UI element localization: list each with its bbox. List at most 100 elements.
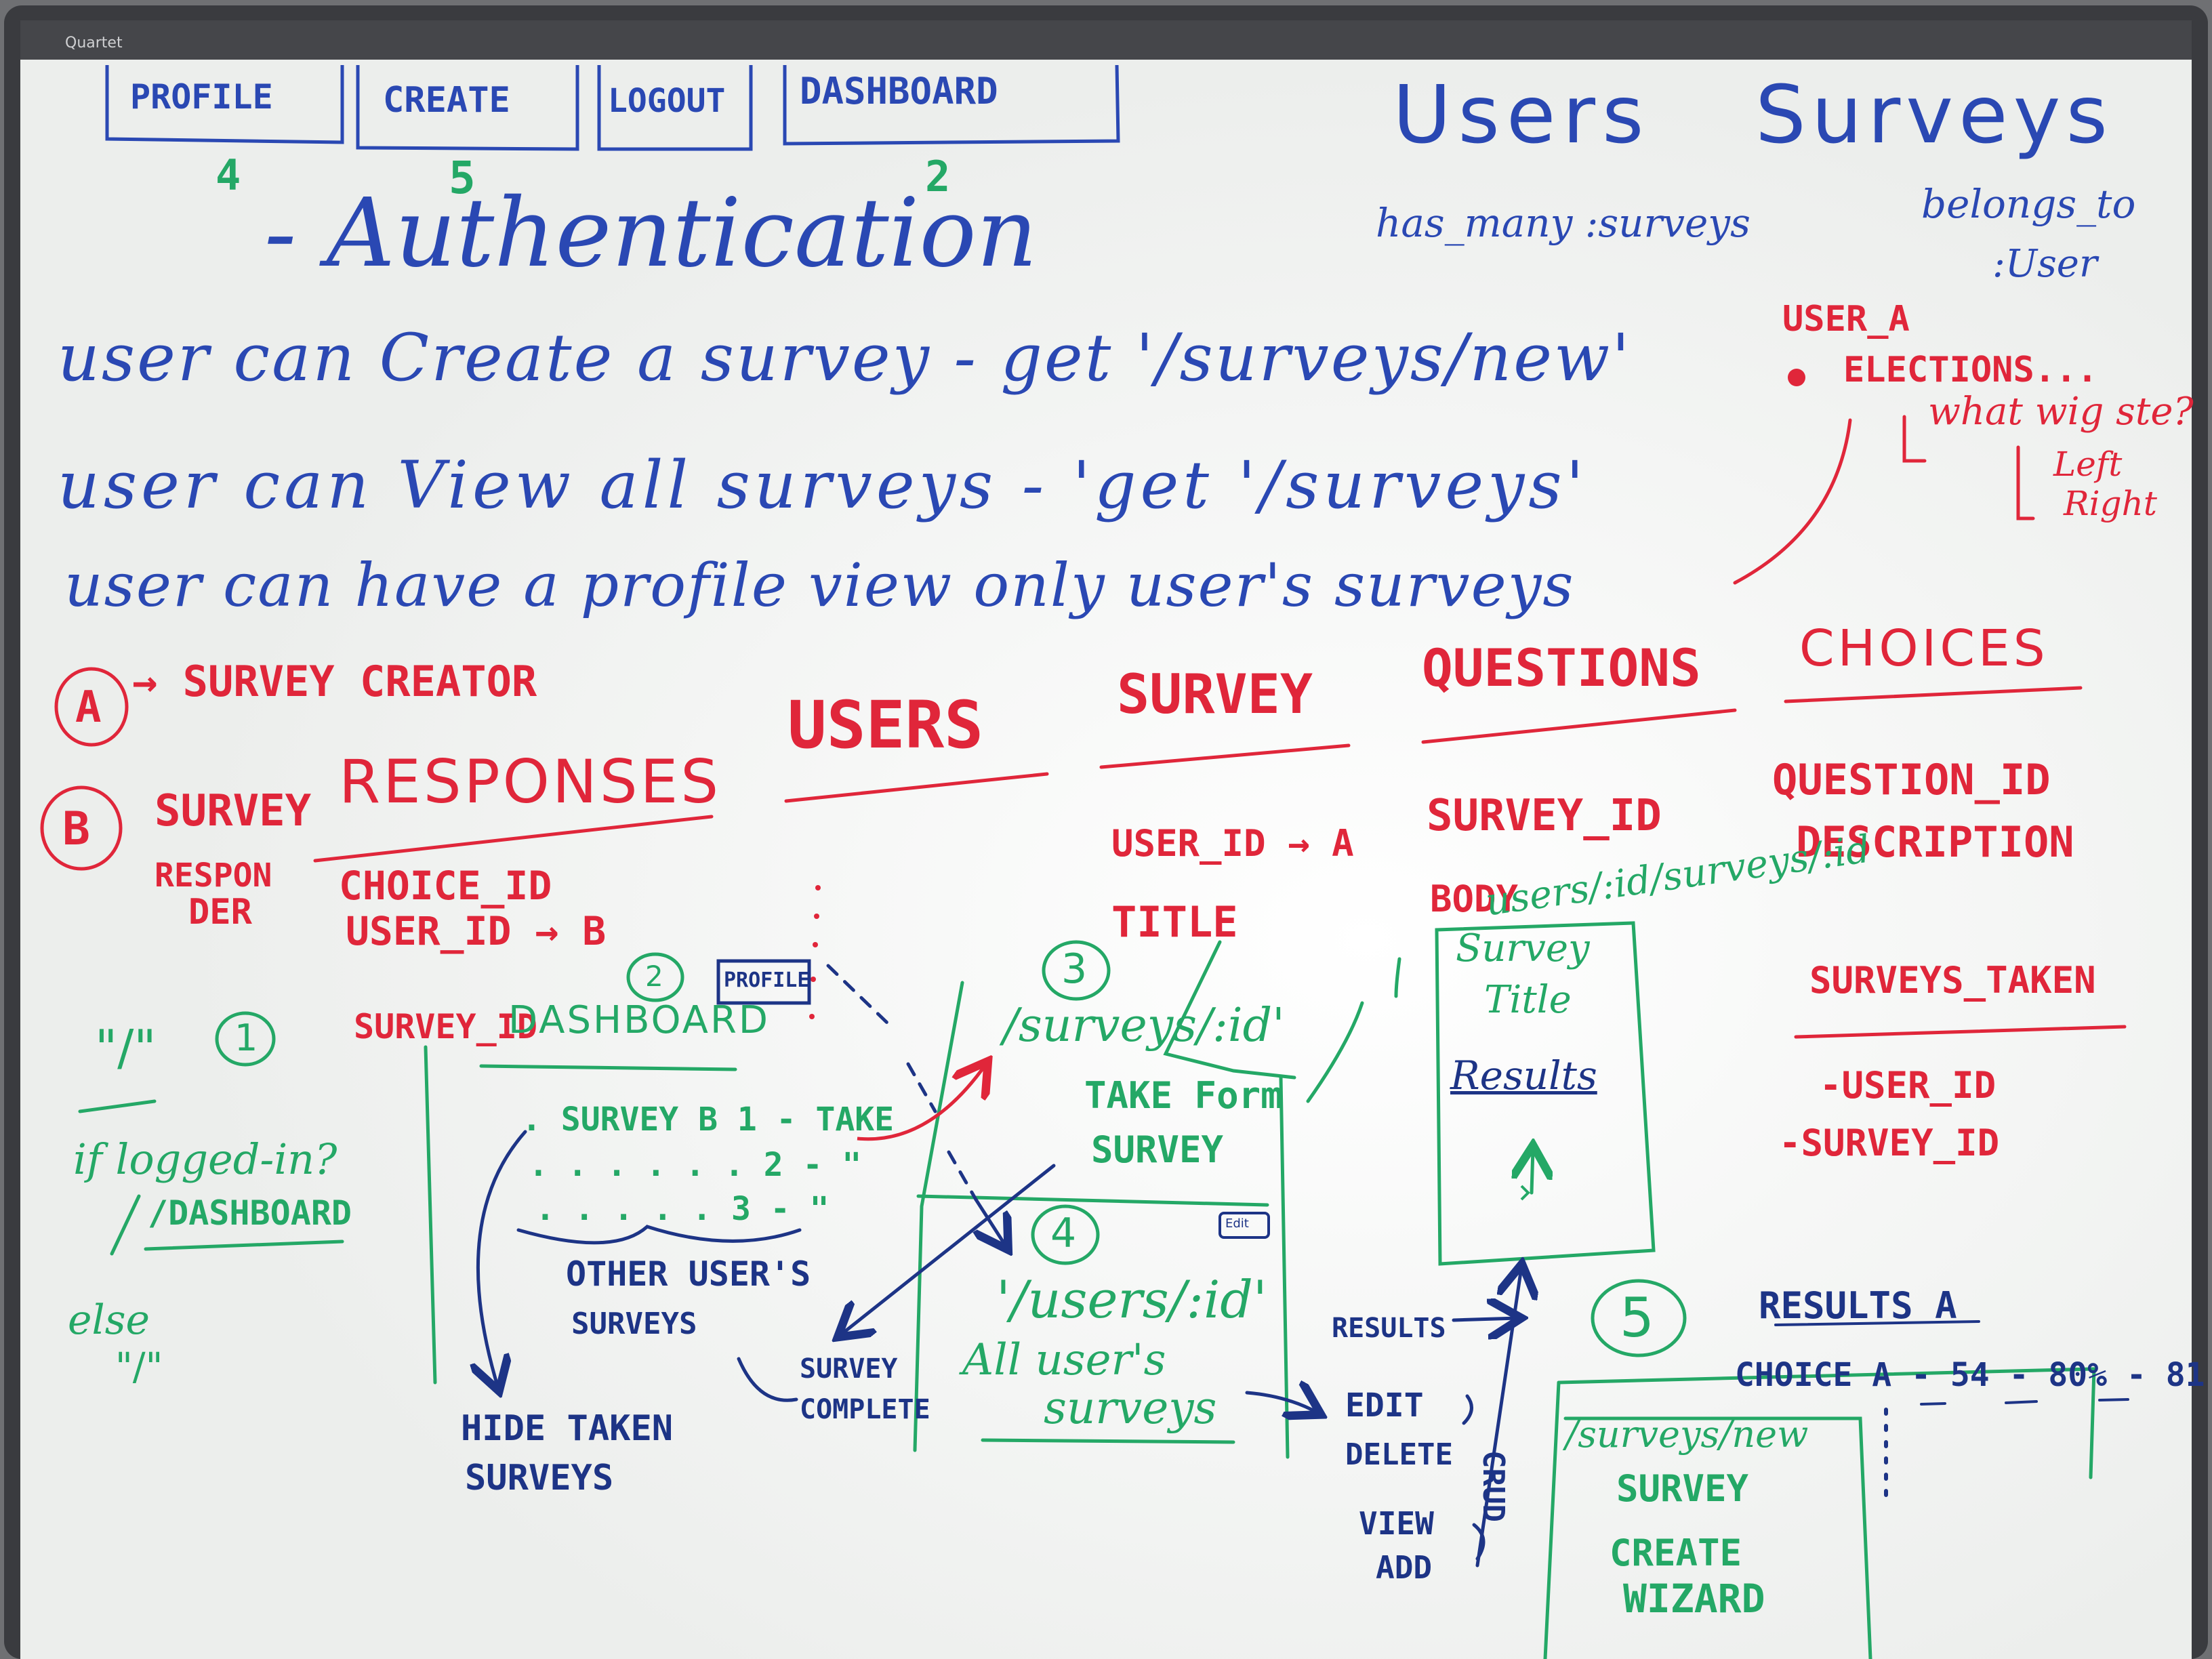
middle-left-edge xyxy=(913,981,964,1452)
election-left: Left xyxy=(2053,445,2123,484)
role-a-text: → SURVEY CREATOR xyxy=(132,657,537,706)
surveys-taken: SURVEYS_TAKEN xyxy=(1809,959,2096,1002)
flow-four: 4 xyxy=(1050,1210,1077,1257)
action-delete[interactable]: DELETE xyxy=(1345,1437,1453,1472)
story-create: user can Create a survey - get '/surveys… xyxy=(58,320,1632,396)
take-form: TAKE Form xyxy=(1084,1074,1283,1117)
root-underline xyxy=(78,1099,157,1113)
crud-label: CRUD xyxy=(1476,1450,1511,1522)
surveys-taken-survey-id: -SURVEY_ID xyxy=(1779,1122,2000,1164)
green-wireframes xyxy=(78,921,2096,1659)
survey-user-id: USER_ID → A xyxy=(1111,822,1354,865)
table-underlines xyxy=(313,415,2127,1039)
nav-profile-num: 4 xyxy=(216,150,241,200)
role-circles xyxy=(40,667,129,871)
frame-top-rail xyxy=(20,20,2192,60)
flow-else-root: "/" xyxy=(115,1345,163,1389)
profile-dashed-arrow xyxy=(826,964,978,1202)
edit-mini-box xyxy=(1218,1212,1270,1239)
flow-two: 2 xyxy=(645,960,663,993)
dashboard-row-3[interactable]: . . . . . 3 - " xyxy=(535,1190,830,1228)
route-surveys-id: /surveys/:id' xyxy=(1003,999,1285,1052)
wizard-left xyxy=(1543,1380,1561,1659)
table-users: USERS xyxy=(787,687,983,763)
other-users-2: SURVEYS xyxy=(571,1307,697,1341)
results-arrow xyxy=(1532,1149,1533,1195)
red-dots xyxy=(809,885,821,1019)
navy-strokes xyxy=(478,959,2129,1568)
dashboard-profile-box[interactable]: PROFILE xyxy=(724,968,810,992)
table-questions: QUESTIONS xyxy=(1422,638,1701,698)
create-box xyxy=(356,65,579,151)
circle-4 xyxy=(1031,1204,1100,1265)
circle-5 xyxy=(1591,1279,1687,1357)
election-right: Right xyxy=(2064,484,2157,523)
flow-three: 3 xyxy=(1061,945,1088,993)
flow-dashboard-link: /DASHBOARD xyxy=(148,1193,352,1233)
edit-badge[interactable]: Edit xyxy=(1225,1216,1249,1231)
all-user: All user's xyxy=(962,1335,1166,1385)
role-b-text-1: SURVEY xyxy=(155,786,312,836)
dashboard-row-1[interactable]: . SURVEY B 1 - TAKE xyxy=(522,1101,895,1139)
nav-create: CREATE xyxy=(383,80,510,121)
action-add[interactable]: ADD xyxy=(1376,1549,1433,1586)
dashboard-title: DASHBOARD xyxy=(508,998,770,1042)
belongs-to: belongs_to xyxy=(1921,181,2136,227)
dashboard-box xyxy=(783,64,1120,146)
story-profile: user can have a profile view only user's… xyxy=(64,550,1575,620)
survey-title: TITLE xyxy=(1111,897,1238,947)
choice-a-result: CHOICE A - 54 - 80% - 81 xyxy=(1735,1356,2205,1394)
choices-question-id: QUESTION_ID xyxy=(1772,755,2051,804)
logout-box xyxy=(597,65,753,151)
results-a: RESULTS A xyxy=(1759,1284,1957,1327)
wizard-survey: SURVEY xyxy=(1616,1467,1749,1510)
wizard-create: CREATE xyxy=(1610,1532,1742,1574)
election-user-a: USER_A xyxy=(1782,299,1910,340)
questions-body: BODY xyxy=(1430,878,1519,920)
action-edit[interactable]: EDIT xyxy=(1345,1387,1424,1425)
role-responder: RESPON xyxy=(155,857,272,895)
survey-complete: SURVEY xyxy=(800,1353,898,1385)
role-responder-2: DER xyxy=(188,892,252,933)
action-results[interactable]: RESULTS xyxy=(1332,1313,1446,1344)
board-surface xyxy=(20,60,2192,1659)
flow-five: 5 xyxy=(1620,1286,1654,1349)
middle-bottom xyxy=(981,1438,1235,1444)
profile-mini-box xyxy=(716,959,811,1005)
surveys-taken-user-id: -USER_ID xyxy=(1820,1064,1996,1107)
card-results[interactable]: Results xyxy=(1450,1052,1597,1099)
complete-hook xyxy=(737,1357,798,1402)
nav-boxes xyxy=(105,64,1120,151)
connector xyxy=(1306,1001,1364,1103)
model-users: Users xyxy=(1393,68,1651,161)
choices-description: DESCRIPTION xyxy=(1796,817,2074,867)
hide-taken-arrow xyxy=(478,1130,527,1388)
dashboard-row-2[interactable]: . . . . . . 2 - " xyxy=(529,1146,862,1184)
table-survey: SURVEY xyxy=(1117,663,1313,726)
circle-1 xyxy=(215,1011,276,1067)
role-a-mark: A xyxy=(75,682,102,733)
route-surveys-new: /surveys/new xyxy=(1565,1413,1809,1456)
hide-taken: HIDE TAKEN xyxy=(461,1408,674,1449)
action-view[interactable]: VIEW xyxy=(1359,1505,1434,1542)
complete-arrow xyxy=(840,1164,1056,1335)
dashboard-left-edge xyxy=(424,1045,437,1385)
wizard-wizard: WIZARD xyxy=(1623,1576,1765,1622)
nav-dashboard: DASHBOARD xyxy=(800,70,998,112)
slash xyxy=(110,1194,141,1256)
nav-profile: PROFILE xyxy=(130,77,273,117)
nav-create-num: 5 xyxy=(449,152,476,204)
take-form-2: SURVEY xyxy=(1091,1128,1224,1171)
election-elections: ELECTIONS... xyxy=(1843,350,2098,390)
nav-logout: LOGOUT xyxy=(608,82,726,120)
circle-3 xyxy=(1042,940,1111,1001)
nav-dashboard-num: 2 xyxy=(925,152,951,201)
flow-else: else xyxy=(68,1296,150,1344)
questions-survey-id: SURVEY_ID xyxy=(1427,791,1662,841)
frame-brand: Quartet xyxy=(65,35,123,52)
election-dot xyxy=(1788,369,1805,386)
has-many: has_many :surveys xyxy=(1376,200,1750,246)
table-choices: CHOICES xyxy=(1799,619,2049,678)
other-users: OTHER USER'S xyxy=(566,1254,811,1294)
survey-complete-2: COMPLETE xyxy=(800,1394,930,1425)
